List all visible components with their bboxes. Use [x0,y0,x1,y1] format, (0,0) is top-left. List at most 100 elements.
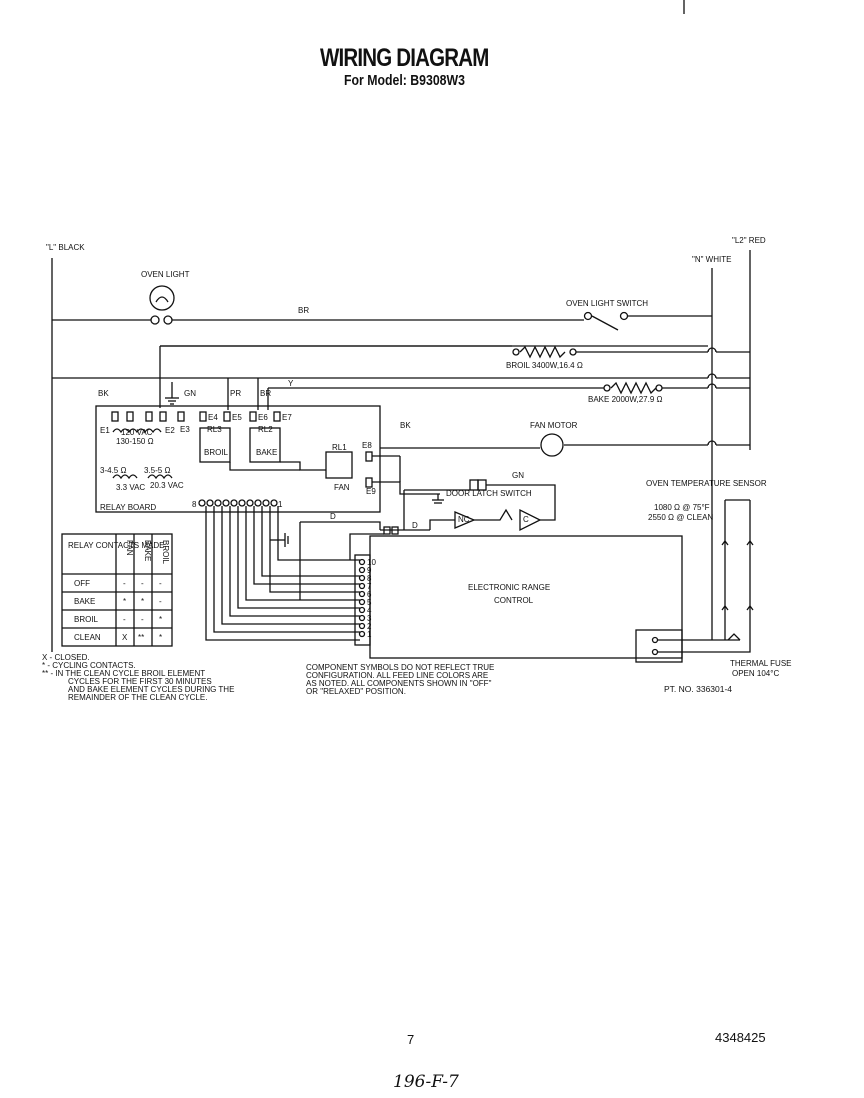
handwritten-note: 196-F-7 [393,1072,459,1092]
bk-label-2: BK [400,421,411,430]
relay-table [61,533,173,647]
relay-table-col-bake: BAKE [143,540,152,561]
control-pin-label: 2 [367,622,372,631]
note-line: OR "RELAXED" POSITION. [306,687,406,696]
gn-label-1: GN [184,389,196,398]
e8-label: E8 [362,441,372,450]
relay-cell: - [159,579,162,588]
vac2-label: 20.3 VAC [150,481,184,490]
br-label-2: BR [260,389,271,398]
relay-board-label: RELAY BOARD [100,503,156,512]
vac120-label: 120 VAC [121,428,153,437]
note-line: CONFIGURATION. ALL FEED LINE COLORS ARE [306,671,488,680]
diagram-title: WIRING DIAGRAM [320,44,489,72]
gn-label-2: GN [512,471,524,480]
part-number: PT. NO. 336301-4 [664,684,732,694]
l2-label: "L2" RED [732,236,766,245]
sensor-label: OVEN TEMPERATURE SENSOR [646,479,767,488]
page-number: 7 [407,1032,415,1047]
component-note: COMPONENT SYMBOLS DO NOT REFLECT TRUE CO… [306,663,494,696]
bake-relay-label: BAKE [256,448,277,457]
door-latch-nc-contact [454,511,476,529]
relay-cell: * [123,597,126,606]
control-pins [358,558,366,638]
relay-cell: - [141,579,144,588]
relay-rl3 [199,427,231,463]
ohm2-label: 3-4.5 Ω [100,466,126,475]
relay-table-col-broil: BROIL [161,540,170,565]
relay-rl1 [325,451,353,479]
e4-label: E4 [208,413,218,422]
y-label: Y [288,379,294,388]
legend-line: ** - IN THE CLEAN CYCLE BROIL ELEMENT [42,669,205,678]
legend: X - CLOSED. * - CYCLING CONTACTS. ** - I… [42,653,234,702]
c-label: C [523,515,529,524]
thermal-fuse-label: THERMAL FUSE [730,659,792,668]
control-pin-label: 7 [367,582,372,591]
relay-table-col-fan: FAN [125,540,134,556]
d-label-2: D [412,521,418,530]
bk-label-1: BK [98,389,109,398]
pin8-label: 8 [192,500,197,509]
control-pin-label: 6 [367,590,372,599]
legend-line: AND BAKE ELEMENT CYCLES DURING THE [68,685,234,694]
e2-label: E2 [165,426,175,435]
e3-label: E3 [180,425,190,434]
pr-label: PR [230,389,241,398]
diagram-subtitle: For Model: B9308W3 [344,72,465,89]
d-label-1: D [330,512,336,521]
e1-label: E1 [100,426,110,435]
fan-relay-label: FAN [334,483,350,492]
control-pin-label: 1 [367,630,372,639]
note-line: AS NOTED. ALL COMPONENTS SHOWN IN "OFF" [306,679,492,688]
rl3-label: RL3 [207,425,222,434]
rl2-label: RL2 [258,425,273,434]
door-latch-c-contact [519,508,542,532]
legend-line: * - CYCLING CONTACTS. [42,661,136,670]
e7-label: E7 [282,413,292,422]
sensor-value-2: 2550 Ω @ CLEAN [648,513,713,522]
control-pin-label: 10 [367,558,376,567]
broil-relay-label: BROIL [204,448,229,457]
e9-label: E9 [366,487,376,496]
br-label-1: BR [298,306,309,315]
terminal-strip [198,499,278,507]
control-pin-label: 5 [367,598,372,607]
legend-line: CYCLES FOR THE FIRST 30 MINUTES [68,677,212,686]
oven-light-bulb [149,285,175,311]
ohm3-label: 3.5-5 Ω [144,466,170,475]
vac1-label: 3.3 VAC [116,483,145,492]
document-number: 4348425 [715,1030,766,1045]
control-pin-label: 4 [367,606,372,615]
thermal-fuse-open-label: OPEN 104°C [732,669,779,678]
n-label: "N" WHITE [692,255,731,264]
control-pin-label: 8 [367,574,372,583]
relay-rl2 [249,427,281,463]
relay-cell: - [141,615,144,624]
relay-cell: ** [138,633,144,642]
relay-table-header: RELAY CONTACTS MADE [68,541,164,550]
door-latch-switch-label: DOOR LATCH SWITCH [446,489,532,498]
relay-row-off: OFF [74,579,90,588]
relay-cell: - [159,597,162,606]
sensor-value-1: 1080 Ω @ 75°F [654,503,710,512]
legend-line: X - CLOSED. [42,653,90,662]
legend-line: REMAINDER OF THE CLEAN CYCLE. [68,693,207,702]
relay-cell: X [122,633,128,642]
relay-row-broil: BROIL [74,615,99,624]
fan-motor [540,433,564,457]
bake-element-label: BAKE 2000W,27.9 Ω [588,395,662,404]
broil-element-label: BROIL 3400W,16.4 Ω [506,361,583,370]
pin1-label: 1 [278,500,283,509]
relay-cell: * [159,615,162,624]
nc-label: NC [458,515,470,524]
relay-table-text: RELAY CONTACTS MADE FAN BAKE BROIL OFF -… [68,540,170,642]
relay-row-bake: BAKE [74,597,95,606]
e5-label: E5 [232,413,242,422]
control-label-2: CONTROL [494,596,534,605]
ohm-label: 130-150 Ω [116,437,154,446]
relay-cell: * [159,633,162,642]
oven-light-switch-label: OVEN LIGHT SWITCH [566,299,648,308]
